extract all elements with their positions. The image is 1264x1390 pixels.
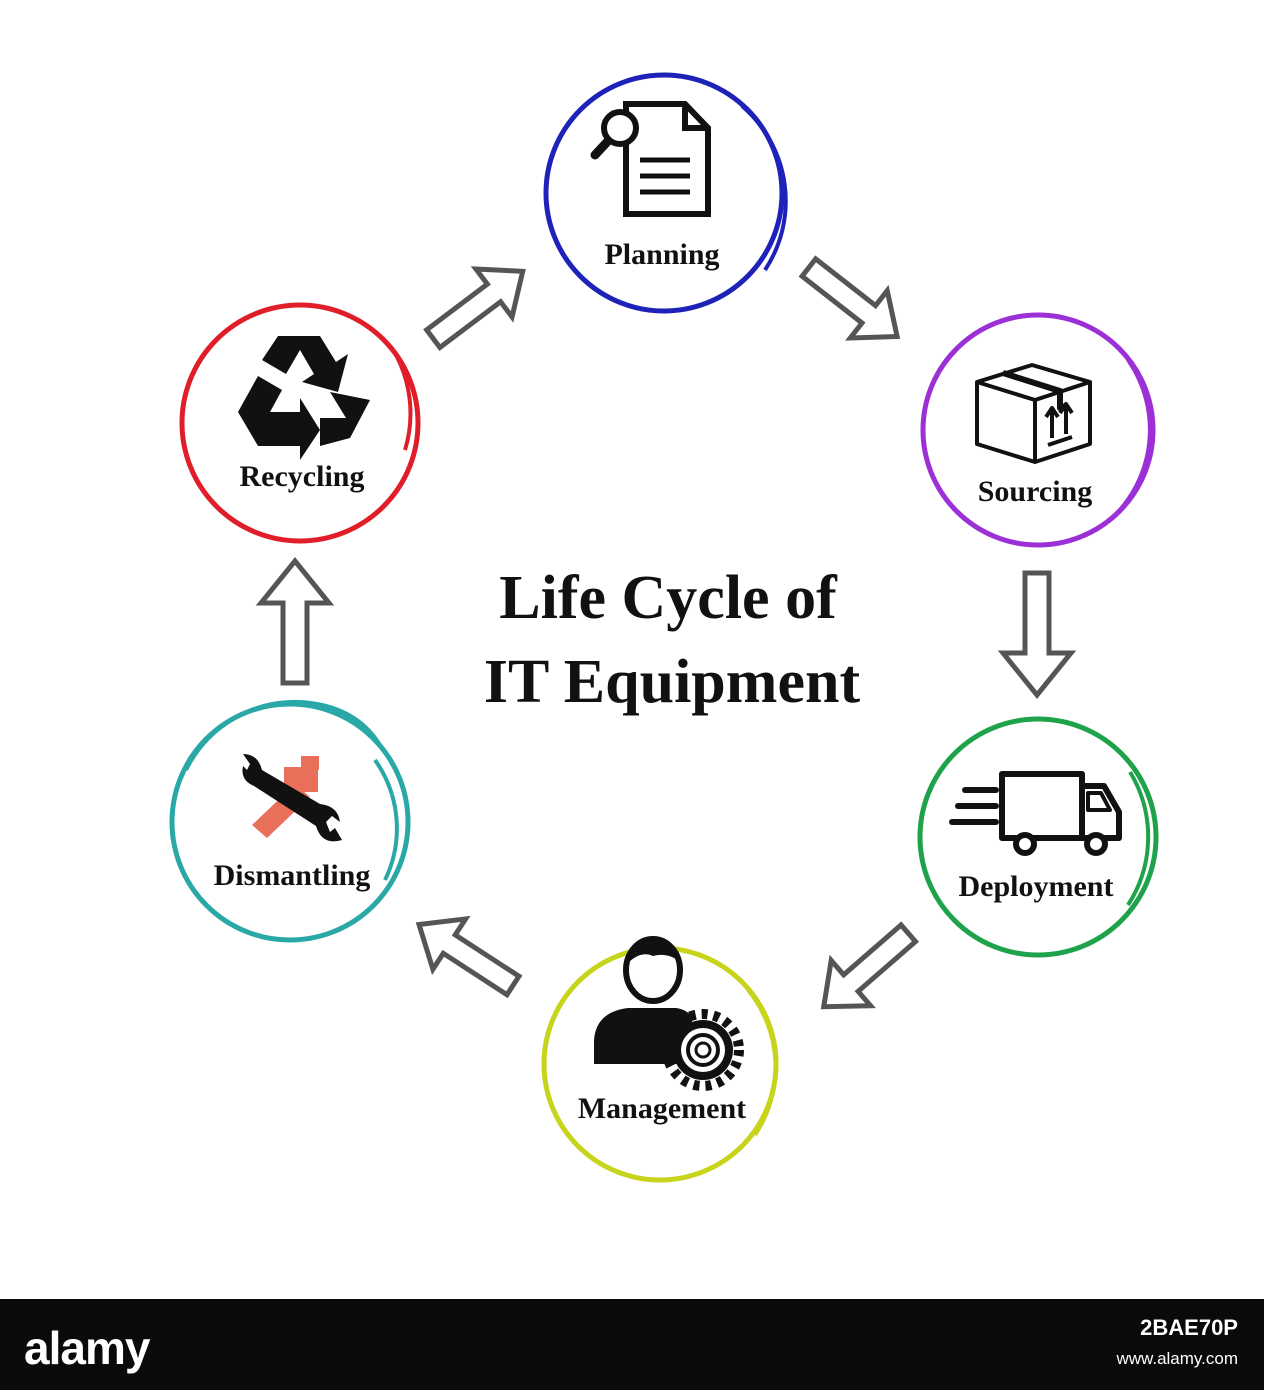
title-line-2: IT Equipment (484, 648, 861, 716)
life-cycle-diagram: Life Cycle of IT Equipment Planning (169, 72, 1159, 1183)
stage-ring (917, 716, 1159, 958)
stage-deployment: Deployment (917, 716, 1159, 958)
stage-ring-flourish (390, 346, 413, 451)
wrench-hammer-icon (242, 754, 342, 842)
stage-management: Management (541, 936, 779, 1183)
arrow-management-to-dismantling (415, 915, 523, 999)
stage-ring (543, 72, 785, 314)
stage-ring-flourish (373, 758, 399, 881)
stage-ring-flourish (184, 699, 382, 771)
watermark-footer: alamy 2BAE70P www.alamy.com (0, 1299, 1264, 1390)
arrow-shape (997, 570, 1077, 699)
user-gear-icon (594, 936, 744, 1091)
stage-label: Sourcing (978, 475, 1092, 508)
arrow-shape (255, 557, 335, 686)
image-id-block: 2BAE70P www.alamy.com (1116, 1315, 1238, 1369)
arrow-planning-to-sourcing (798, 255, 901, 341)
arrow-recycling-to-planning (423, 266, 526, 351)
delivery-truck-icon (949, 771, 1122, 856)
stage-ring-flourish (1108, 358, 1152, 522)
arrow-shape (820, 921, 920, 1010)
stage-ring-flourish (740, 104, 788, 272)
stage-label: Planning (604, 238, 719, 271)
site-url: www.alamy.com (1116, 1349, 1238, 1368)
document-search-icon (590, 101, 711, 217)
stage-label: Deployment (959, 870, 1114, 903)
package-box-icon (975, 363, 1092, 464)
arrow-shape (798, 255, 901, 341)
stage-planning: Planning (543, 72, 788, 314)
stage-ring-flourish (746, 988, 778, 1137)
arrow-deployment-to-management (820, 921, 920, 1010)
stage-ring (920, 312, 1156, 548)
stage-label: Dismantling (214, 859, 371, 892)
stage-ring (179, 302, 421, 544)
alamy-logo: alamy (24, 1322, 150, 1374)
arrow-shape (423, 266, 526, 351)
stage-recycling: Recycling (179, 302, 421, 544)
title-line-1: Life Cycle of (499, 564, 838, 632)
stage-label: Management (578, 1092, 746, 1125)
stage-label: Recycling (240, 460, 365, 493)
arrow-sourcing-to-deployment (997, 570, 1077, 699)
stage-dismantling: Dismantling (169, 699, 411, 943)
stage-sourcing: Sourcing (920, 312, 1156, 548)
hammer-cap (301, 756, 319, 770)
stage-ring-flourish (1126, 770, 1151, 907)
image-id: 2BAE70P (1140, 1315, 1238, 1340)
arrow-dismantling-to-recycling (255, 557, 335, 686)
recycle-icon (238, 336, 370, 460)
arrow-shape (415, 915, 523, 999)
